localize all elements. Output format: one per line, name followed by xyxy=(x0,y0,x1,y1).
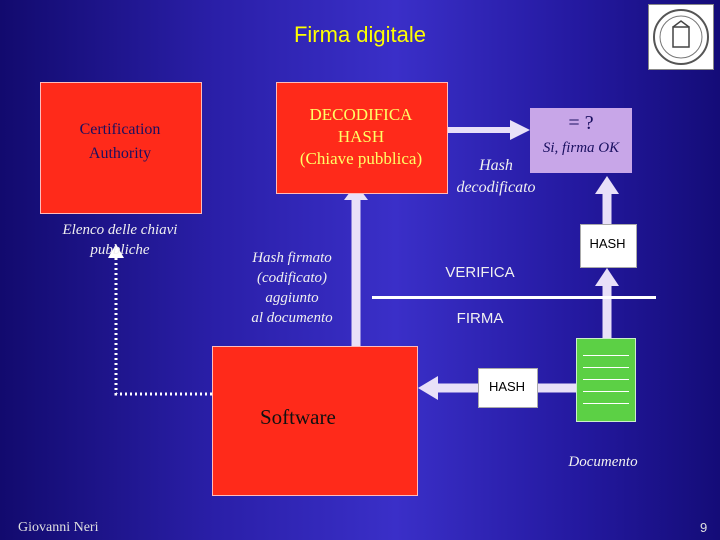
hash-top-box xyxy=(580,224,637,268)
document-icon xyxy=(576,338,636,422)
arrow-head-doc-up xyxy=(595,268,619,286)
compare-box xyxy=(530,108,632,173)
verifica-label: VERIFICA xyxy=(445,264,515,281)
page-number: 9 xyxy=(700,520,708,535)
arrow-head-compare xyxy=(510,120,530,140)
university-seal-logo xyxy=(648,4,714,70)
arrow-head-hash-up xyxy=(595,176,619,194)
decodifica-label: DECODIFICA HASH (Chiave pubblica) xyxy=(299,105,423,168)
hash-bottom-label: HASH xyxy=(488,379,526,394)
certification-authority-label: Certification Authority xyxy=(79,121,161,162)
certification-authority-box xyxy=(40,82,202,214)
hash-decodificato-label: Hash decodificato xyxy=(456,157,536,196)
hash-bottom-box xyxy=(478,368,538,408)
documento-label: Documento xyxy=(568,454,638,470)
compare-result: Si, firma OK xyxy=(542,140,620,156)
footer-author: Giovanni Neri xyxy=(18,520,99,535)
hash-top-label: HASH xyxy=(589,236,626,251)
software-box xyxy=(212,346,418,496)
dotted-arrow-head xyxy=(108,244,124,258)
arrow-head-software xyxy=(418,376,438,400)
firma-label: FIRMA xyxy=(456,310,504,327)
hash-firmato-label: Hash firmato (codificato) aggiunto al do… xyxy=(251,250,333,326)
dotted-key-lookup-line xyxy=(114,255,212,396)
decodifica-box xyxy=(276,82,448,194)
elenco-chiavi-label: Elenco delle chiavi pubbliche xyxy=(62,222,178,258)
software-label: Software xyxy=(260,405,336,429)
verifica-firma-divider xyxy=(372,296,656,299)
compare-symbol: = ? xyxy=(568,112,594,134)
slide-title: Firma digitale xyxy=(293,22,427,47)
